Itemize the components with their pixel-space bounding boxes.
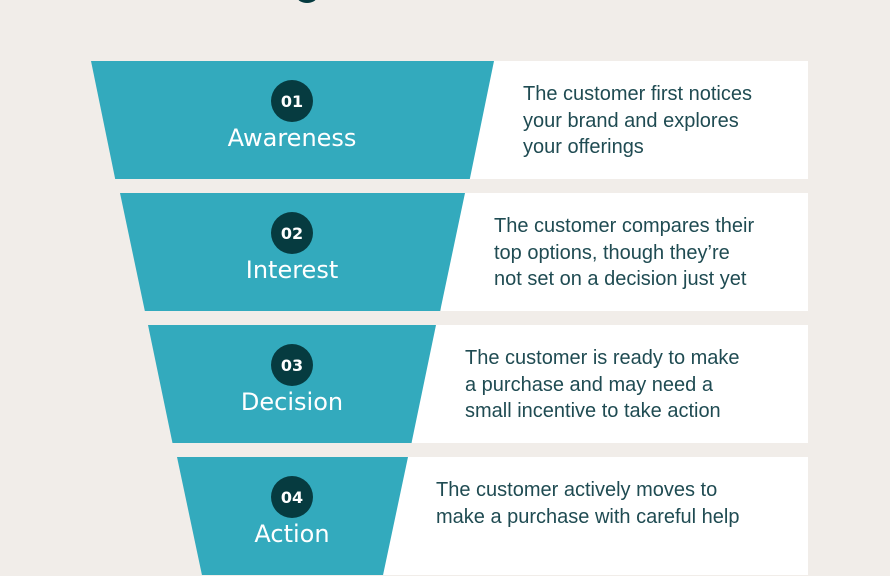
title-fragment (297, 0, 317, 3)
stage-number-badge: 02 (271, 212, 313, 254)
funnel-stage-awareness: 01 Awareness The customer first notices … (0, 61, 890, 180)
description-panel (412, 325, 808, 443)
stage-description: The customer is ready to make a purchase… (465, 347, 740, 422)
stage-number-badge: 01 (271, 80, 313, 122)
description-panel (441, 193, 808, 311)
stage-title: Action (254, 520, 330, 548)
stage-title: Interest (245, 256, 339, 284)
funnel-stage-action: 04 Action The customer actively moves to… (0, 457, 890, 576)
stage-number-badge: 03 (271, 344, 313, 386)
stage-title: Awareness (227, 124, 357, 152)
stage-description: The customer actively moves to make a pu… (436, 479, 740, 528)
stage-description: The customer first notices your brand an… (523, 83, 752, 158)
funnel-stage-decision: 03 Decision The customer is ready to mak… (0, 325, 890, 444)
stage-number-badge: 04 (271, 476, 313, 518)
stage-description: The customer compares their top options,… (494, 215, 755, 290)
funnel-stage-interest: 02 Interest The customer compares their … (0, 193, 890, 312)
description-panel (470, 61, 808, 179)
stage-title: Decision (240, 388, 344, 416)
